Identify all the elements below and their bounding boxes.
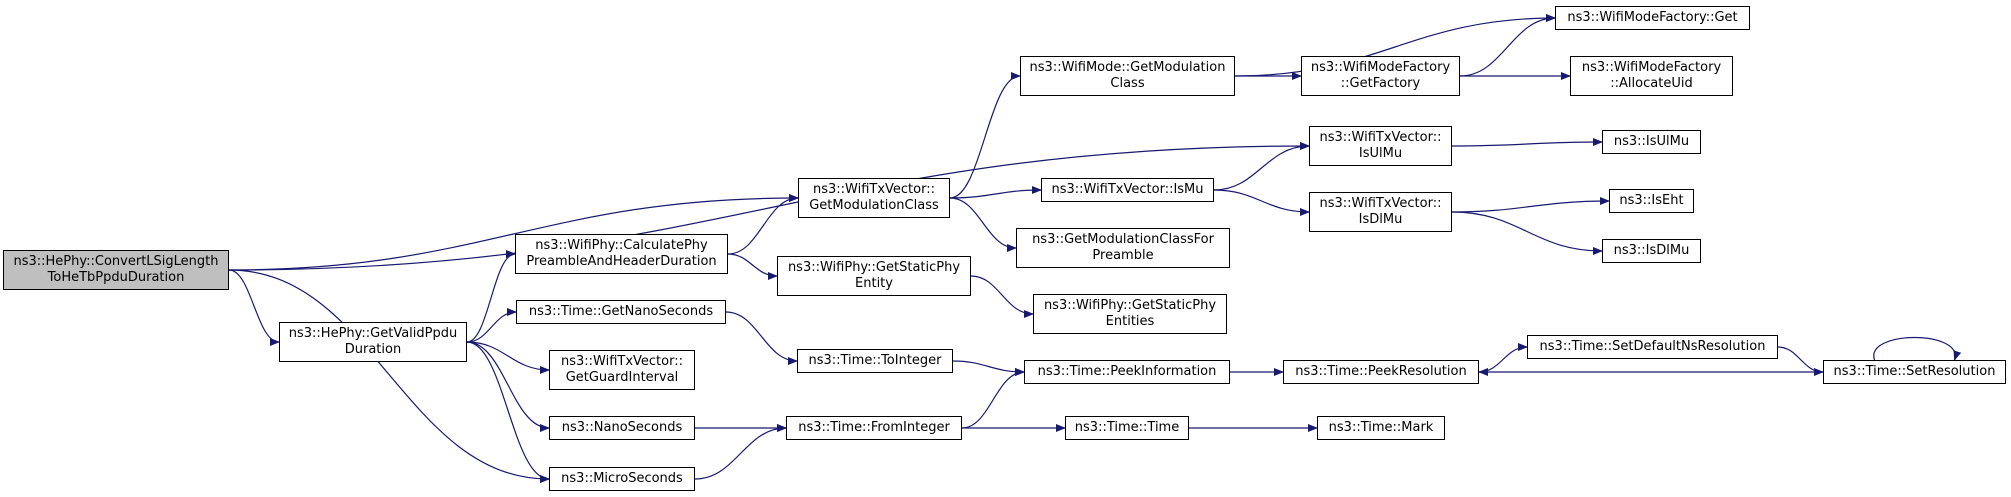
edge-getValidPpdu-to-getNanoSeconds: [466, 308, 517, 343]
node-time-peek-information[interactable]: ns3::Time::PeekInformation: [1024, 360, 1230, 384]
edge-root-to-getValidPpdu: [228, 269, 280, 346]
edge-root-to-txvIsUlMu: [228, 142, 1310, 271]
node-get-valid-ppdu-duration[interactable]: ns3::HePhy::GetValidPpdu Duration: [279, 322, 467, 362]
node-is-eht[interactable]: ns3::IsEht: [1609, 189, 1694, 213]
node-time-time[interactable]: ns3::Time::Time: [1065, 416, 1189, 440]
node-tx-vector-is-ul-mu[interactable]: ns3::WifiTxVector:: IsUlMu: [1309, 126, 1452, 166]
edge-calcPreamble-to-txvGetModClass: [727, 194, 799, 255]
node-nano-seconds[interactable]: ns3::NanoSeconds: [549, 416, 695, 440]
node-time-get-nano-seconds[interactable]: ns3::Time::GetNanoSeconds: [516, 300, 726, 324]
edge-getValidPpdu-to-microSeconds: [466, 341, 550, 483]
edge-toInteger-to-peekInformation: [952, 360, 1025, 376]
node-tx-vector-is-mu[interactable]: ns3::WifiTxVector::IsMu: [1041, 178, 1214, 202]
node-calculate-phy-preamble-and-header-duration[interactable]: ns3::WifiPhy::CalculatePhy PreambleAndHe…: [515, 234, 728, 274]
edge-microSeconds-to-fromInteger: [694, 424, 787, 480]
node-time-peek-resolution[interactable]: ns3::Time::PeekResolution: [1283, 360, 1479, 384]
edge-peekResolution-to-setDefaultNsResolution: [1478, 343, 1528, 373]
edge-txvIsUlMu-to-isUlMu: [1451, 138, 1603, 147]
edge-getStaticPhyEntity-to-getStaticPhyEntities: [970, 275, 1034, 318]
edge-modeGetModClass-to-factoryGet: [1234, 14, 1556, 77]
node-time-set-default-ns-resolution[interactable]: ns3::Time::SetDefaultNsResolution: [1527, 335, 1778, 359]
node-time-from-integer[interactable]: ns3::Time::FromInteger: [786, 416, 962, 440]
node-get-guard-interval[interactable]: ns3::WifiTxVector:: GetGuardInterval: [549, 350, 695, 390]
node-wifi-mode-factory-allocate-uid[interactable]: ns3::WifiModeFactory ::AllocateUid: [1570, 56, 1733, 96]
edge-isMu-to-txvIsUlMu: [1213, 142, 1310, 191]
node-get-static-phy-entities[interactable]: ns3::WifiPhy::GetStaticPhy Entities: [1033, 294, 1227, 334]
node-micro-seconds[interactable]: ns3::MicroSeconds: [549, 467, 695, 491]
edge-txvIsDlMu-to-isDlMu: [1451, 211, 1603, 255]
edge-root-to-microSeconds: [228, 269, 550, 483]
node-wifi-mode-factory-get[interactable]: ns3::WifiModeFactory::Get: [1555, 6, 1750, 30]
node-convert-lsig-length-to-he-tb-ppdu-duration[interactable]: ns3::HePhy::ConvertLSigLength ToHeTbPpdu…: [3, 250, 229, 290]
edge-setDefaultNsResolution-to-setResolution: [1777, 346, 1824, 376]
node-tx-vector-get-modulation-class[interactable]: ns3::WifiTxVector:: GetModulationClass: [798, 178, 950, 218]
node-tx-vector-is-dl-mu[interactable]: ns3::WifiTxVector:: IsDlMu: [1309, 192, 1452, 232]
node-time-mark[interactable]: ns3::Time::Mark: [1317, 416, 1445, 440]
edge-getNanoSeconds-to-toInteger: [725, 311, 798, 365]
edge-getValidPpdu-to-calcPreamble: [466, 250, 516, 343]
edge-txvGetModClass-to-modeGetModClass: [949, 72, 1021, 199]
node-time-to-integer[interactable]: ns3::Time::ToInteger: [797, 349, 953, 373]
edge-getValidPpdu-to-nanoSeconds: [466, 341, 550, 432]
node-time-set-resolution[interactable]: ns3::Time::SetResolution: [1823, 360, 2006, 384]
edge-getValidPpdu-to-getGuardInterval: [466, 341, 550, 374]
edge-calcPreamble-to-getStaticPhyEntity: [727, 253, 778, 280]
edge-factoryGetFactory-to-factoryGet: [1459, 14, 1556, 77]
edge-txvIsDlMu-to-isEht: [1451, 197, 1610, 213]
edge-root-to-txvGetModClass: [228, 194, 799, 271]
node-wifi-mode-factory-get-factory[interactable]: ns3::WifiModeFactory ::GetFactory: [1301, 56, 1460, 96]
node-wifi-mode-get-modulation-class[interactable]: ns3::WifiMode::GetModulation Class: [1020, 56, 1235, 96]
node-is-ul-mu[interactable]: ns3::IsUlMu: [1602, 130, 1701, 154]
edge-txvGetModClass-to-isMu: [949, 186, 1042, 199]
node-is-dl-mu[interactable]: ns3::IsDlMu: [1602, 239, 1701, 263]
edge-txvGetModClass-to-getModClassForPreamble: [949, 197, 1017, 252]
node-get-static-phy-entity[interactable]: ns3::WifiPhy::GetStaticPhy Entity: [777, 256, 971, 296]
edge-fromInteger-to-peekInformation: [961, 368, 1025, 429]
edge-isMu-to-txvIsDlMu: [1213, 189, 1310, 216]
edge-setResolution-to-setResolution: [1873, 337, 1962, 361]
node-get-modulation-class-for-preamble[interactable]: ns3::GetModulationClassFor Preamble: [1016, 228, 1230, 268]
